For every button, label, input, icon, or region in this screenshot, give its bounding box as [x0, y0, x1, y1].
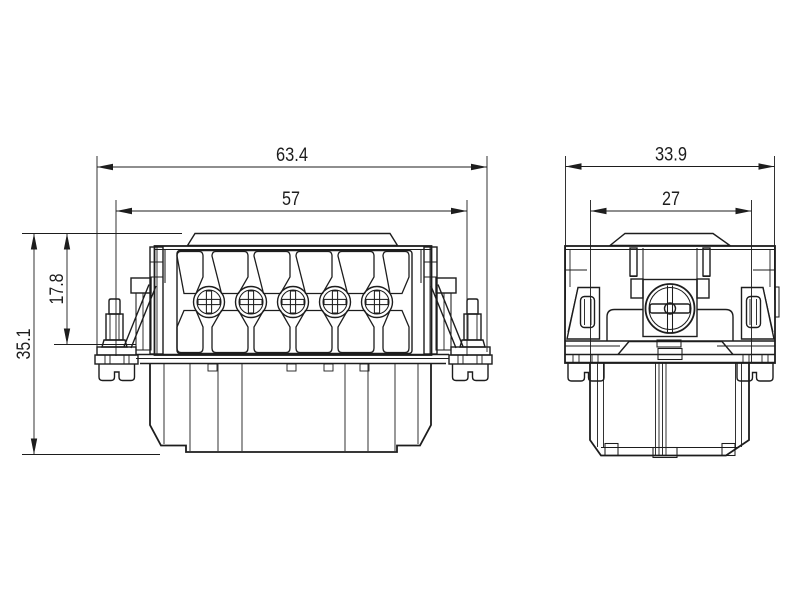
dim-side-overall-width: 33.9	[565, 145, 775, 300]
side-left-latch	[566, 286, 601, 340]
side-view: 33.9 27	[564, 145, 780, 459]
dim-side-insert-width: 27	[590, 189, 752, 362]
screw-contact-3	[276, 285, 310, 319]
dim-front-flange-depth: 17.8	[47, 233, 136, 345]
dim-front-overall-height: 35.1	[14, 233, 182, 455]
side-top-cap	[608, 232, 733, 247]
front-body-outline	[153, 245, 433, 356]
front-rear-skirt	[149, 363, 432, 453]
fixing-screw-head	[644, 283, 696, 334]
dim-front-overall-width: 63.4	[96, 145, 488, 352]
latch-feet	[98, 364, 136, 382]
dim-label-front-insert-width: 57	[282, 189, 300, 210]
front-flange	[136, 353, 449, 365]
dim-front-insert-width: 57	[115, 189, 468, 356]
side-rear-skirt	[589, 363, 750, 459]
front-insert-frame	[176, 249, 413, 355]
side-right-latch	[740, 286, 775, 340]
dim-label-front-flange-depth: 17.8	[47, 274, 68, 305]
front-right-latch	[423, 246, 493, 382]
side-center-fixing	[606, 247, 734, 348]
side-latch-pin	[579, 295, 596, 329]
side-left-foot	[567, 363, 605, 382]
insert-cavities	[176, 250, 410, 354]
dim-label-side-overall-width: 33.9	[655, 145, 687, 166]
screw-plate	[642, 278, 698, 338]
screw-contact-5	[360, 285, 394, 319]
latch-pin-body	[105, 313, 124, 341]
screw-contact-4	[318, 285, 352, 319]
latch-pin-tip	[108, 298, 121, 315]
front-top-cap	[186, 232, 399, 247]
front-view: 63.4 57 35.1 17.8	[14, 145, 493, 455]
dim-label-front-overall-height: 35.1	[14, 329, 35, 360]
dim-label-front-overall-width: 63.4	[276, 145, 308, 166]
screw-contacts	[192, 285, 394, 319]
side-flange	[565, 340, 775, 364]
screw-contact-2	[234, 285, 268, 319]
side-right-foot	[736, 362, 774, 382]
side-edge-tab	[774, 286, 780, 318]
dim-label-side-insert-width: 27	[662, 189, 680, 210]
screw-contact-1	[192, 285, 226, 319]
front-left-latch	[94, 246, 164, 382]
